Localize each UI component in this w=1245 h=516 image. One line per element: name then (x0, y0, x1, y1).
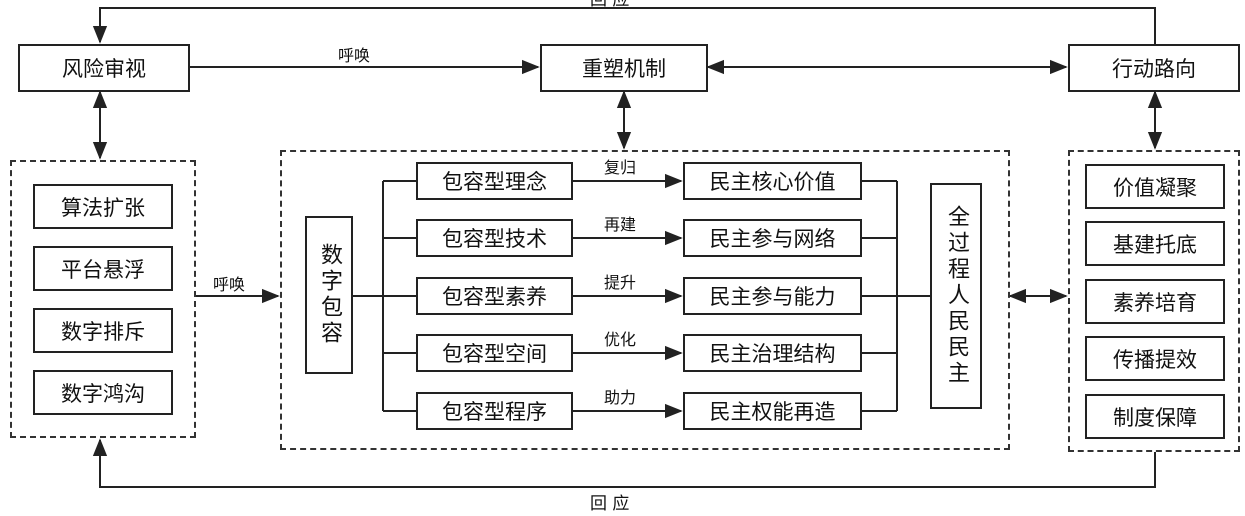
call-label-left: 呼唤 (213, 275, 246, 294)
action-direction-box: 行动路向 (1068, 44, 1240, 92)
action-item: 素养培育 (1085, 279, 1225, 324)
risk-item: 算法扩张 (33, 184, 173, 229)
risk-item: 平台悬浮 (33, 246, 173, 291)
action-item: 传播提效 (1085, 336, 1225, 381)
action-list-container (1068, 150, 1240, 452)
risk-item: 数字鸿沟 (33, 370, 173, 415)
top-feedback-arrow (92, 7, 1156, 44)
verb-label: 再建 (604, 215, 637, 234)
democracy-element-box: 民主参与能力 (683, 277, 862, 315)
inclusive-type-box: 包容型素养 (416, 277, 573, 315)
digital-inclusion-box: 数字包容 (305, 216, 353, 374)
digital-inclusion-label: 数字包容 (317, 243, 342, 347)
action-item: 价值凝聚 (1085, 164, 1225, 209)
verb-label: 提升 (604, 273, 637, 292)
action-item: 制度保障 (1085, 394, 1225, 439)
whole-process-democracy-box: 全过程人民民主 (930, 183, 982, 409)
inclusive-type-box: 包容型程序 (416, 392, 573, 430)
democracy-element-box: 民主核心价值 (683, 162, 862, 200)
risk-review-box: 风险审视 (18, 44, 190, 92)
risk-item: 数字排斥 (33, 308, 173, 353)
risk-list-container (10, 160, 196, 438)
action-item: 基建托底 (1085, 221, 1225, 266)
inclusive-type-box: 包容型空间 (416, 334, 573, 372)
bottom-feedback-label: 回 应 (590, 494, 630, 514)
whole-process-democracy-label: 全过程人民民主 (944, 205, 969, 387)
top-feedback-label: 回 应 (590, 0, 630, 10)
reshape-mechanism-box: 重塑机制 (540, 44, 708, 92)
verb-label: 助力 (604, 388, 637, 407)
mechanism-container (280, 150, 1010, 450)
verb-label: 优化 (604, 330, 637, 349)
inclusive-type-box: 包容型技术 (416, 219, 573, 257)
inclusive-type-box: 包容型理念 (416, 162, 573, 200)
call-label-top: 呼唤 (338, 46, 371, 65)
democracy-element-box: 民主权能再造 (683, 392, 862, 430)
bottom-feedback-arrow (92, 438, 1156, 488)
verb-label: 复归 (604, 158, 637, 177)
democracy-element-box: 民主治理结构 (683, 334, 862, 372)
democracy-element-box: 民主参与网络 (683, 219, 862, 257)
